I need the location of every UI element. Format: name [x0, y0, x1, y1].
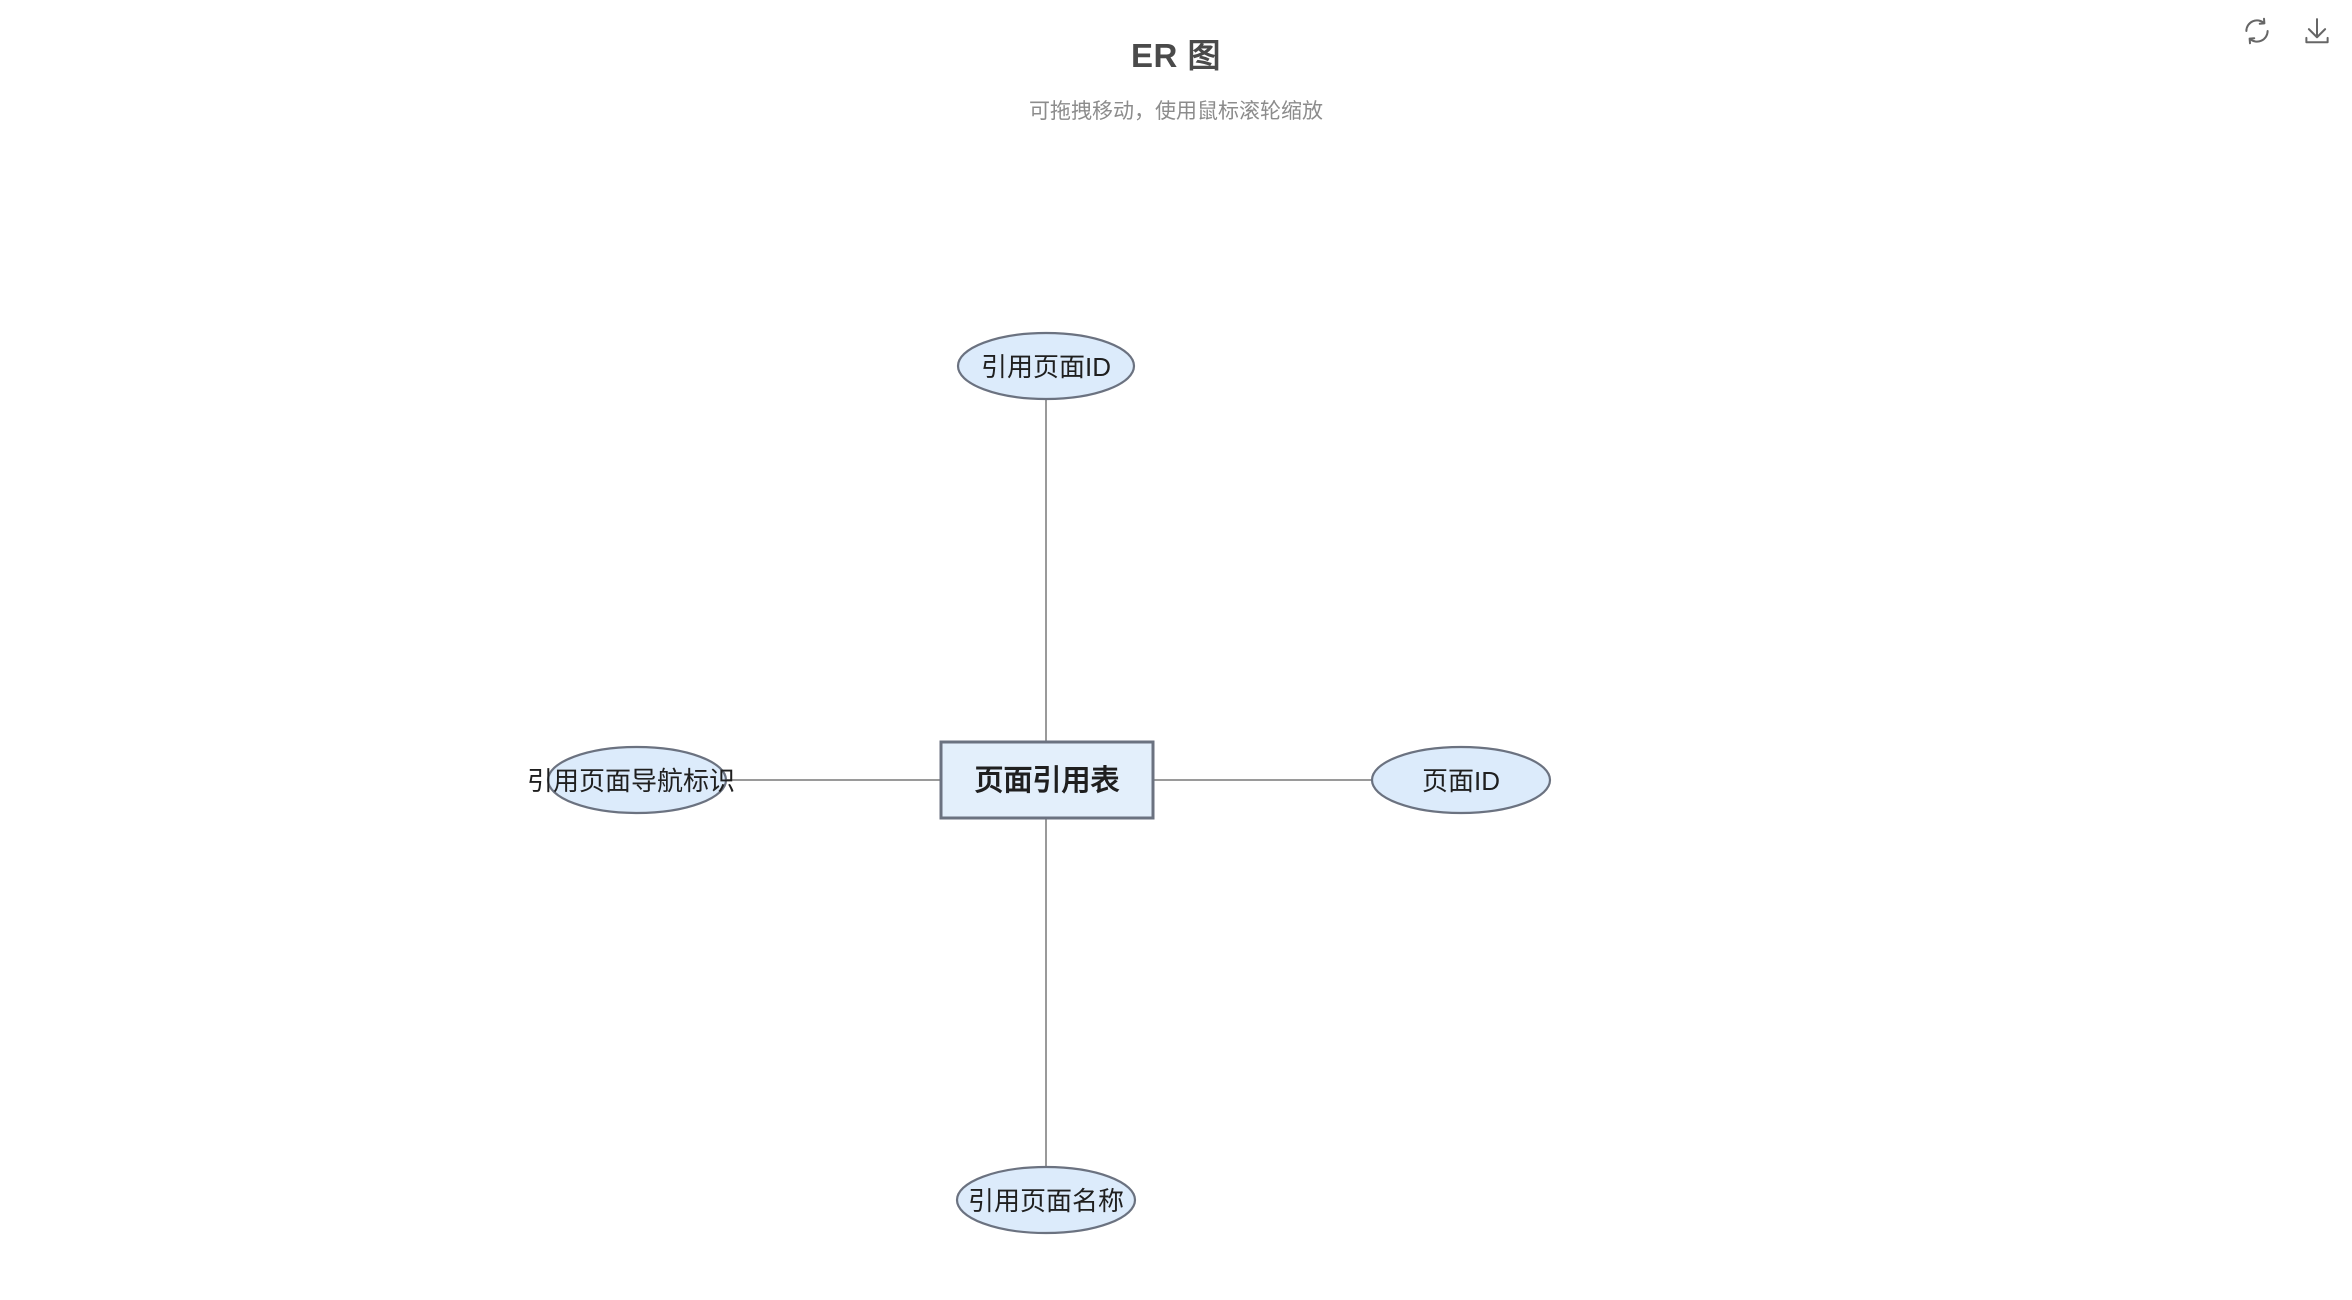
entity-rect[interactable] [939, 740, 1155, 820]
edge-group [726, 399, 1372, 1167]
download-icon [2302, 16, 2332, 46]
refresh-icon [2242, 16, 2272, 46]
entity-node-page-reference-table[interactable]: 页面引用表 [939, 740, 1155, 820]
attribute-ellipse[interactable] [546, 745, 728, 815]
toolbar [2240, 14, 2334, 48]
attribute-label: 引用页面ID [981, 352, 1111, 382]
reset-view-button[interactable] [2240, 14, 2274, 48]
attribute-label: 页面ID [1422, 766, 1500, 796]
attribute-node-ref-page-name[interactable]: 引用页面名称 [955, 1165, 1137, 1235]
attribute-node-ref-page-id[interactable]: 引用页面ID [956, 331, 1136, 401]
download-button[interactable] [2300, 14, 2334, 48]
attribute-ellipse[interactable] [955, 1165, 1137, 1235]
attribute-ellipse[interactable] [1370, 745, 1552, 815]
attribute-label: 引用页面名称 [968, 1186, 1124, 1216]
attribute-node-ref-page-nav-key[interactable]: 引用页面导航标识 [527, 745, 735, 815]
entity-label: 页面引用表 [974, 764, 1119, 797]
attribute-node-page-id[interactable]: 页面ID [1370, 745, 1552, 815]
attribute-ellipse[interactable] [956, 331, 1136, 401]
attribute-label: 引用页面导航标识 [527, 766, 735, 796]
